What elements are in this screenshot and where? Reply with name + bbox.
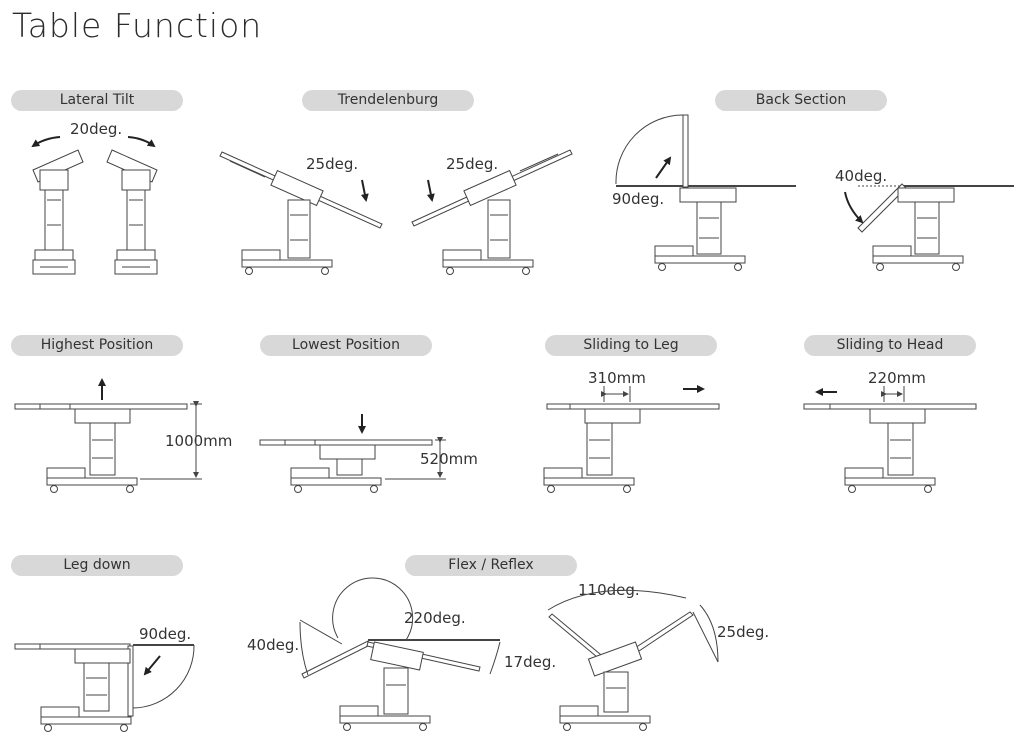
angle-reflex-25: 25deg. <box>717 623 770 641</box>
lowest-position-diagram <box>260 437 446 493</box>
lateral-tilt-diagram-right <box>107 150 157 274</box>
trendelenburg-arrow-right <box>426 180 435 202</box>
trendelenburg-diagram-left <box>220 152 382 275</box>
leg-down-arrow <box>143 656 160 676</box>
back-down-arrow <box>845 192 864 224</box>
back-section-diagram-up <box>616 115 796 271</box>
reflex-diagram <box>548 590 718 731</box>
page-title: Table Function <box>12 6 263 45</box>
angle-back-down: 40deg. <box>835 167 888 185</box>
flex-diagram <box>300 578 500 731</box>
tilt-arrow-right <box>128 137 156 148</box>
label-trendelenburg: Trendelenburg <box>302 90 474 111</box>
angle-flex-17: 17deg. <box>504 653 557 671</box>
trendelenburg-diagram-right <box>412 150 572 275</box>
angle-reflex-110: 110deg. <box>578 581 640 599</box>
label-sliding-to-leg: Sliding to Leg <box>545 335 717 356</box>
label-back-section: Back Section <box>715 90 887 111</box>
sliding-head-diagram <box>804 386 976 493</box>
tilt-arrow-left <box>31 137 60 148</box>
label-sliding-to-head: Sliding to Head <box>804 335 976 356</box>
angle-flex-220: 220deg. <box>404 609 466 627</box>
label-highest-position: Highest Position <box>11 335 183 356</box>
angle-trendelenburg-left: 25deg. <box>306 155 359 173</box>
leg-down-diagram <box>15 644 194 732</box>
trendelenburg-arrow-left <box>360 180 369 202</box>
angle-leg-down: 90deg. <box>139 625 192 643</box>
angle-flex-40: 40deg. <box>247 636 300 654</box>
angle-back-up: 90deg. <box>612 190 665 208</box>
back-up-arrow <box>656 156 672 178</box>
label-flex-reflex: Flex / Reflex <box>405 555 577 576</box>
angle-trendelenburg-right: 25deg. <box>446 155 499 173</box>
label-leg-down: Leg down <box>11 555 183 576</box>
highest-position-diagram <box>15 401 202 493</box>
lateral-tilt-diagram-left <box>33 150 83 274</box>
label-lowest-position: Lowest Position <box>260 335 432 356</box>
angle-lateral-tilt: 20deg. <box>70 120 123 138</box>
label-lateral-tilt: Lateral Tilt <box>11 90 183 111</box>
distance-sliding-leg: 310mm <box>588 369 646 387</box>
sliding-leg-diagram <box>543 386 719 493</box>
height-lowest: 520mm <box>420 450 478 468</box>
back-section-diagram-down <box>858 184 1014 271</box>
distance-sliding-head: 220mm <box>868 369 926 387</box>
